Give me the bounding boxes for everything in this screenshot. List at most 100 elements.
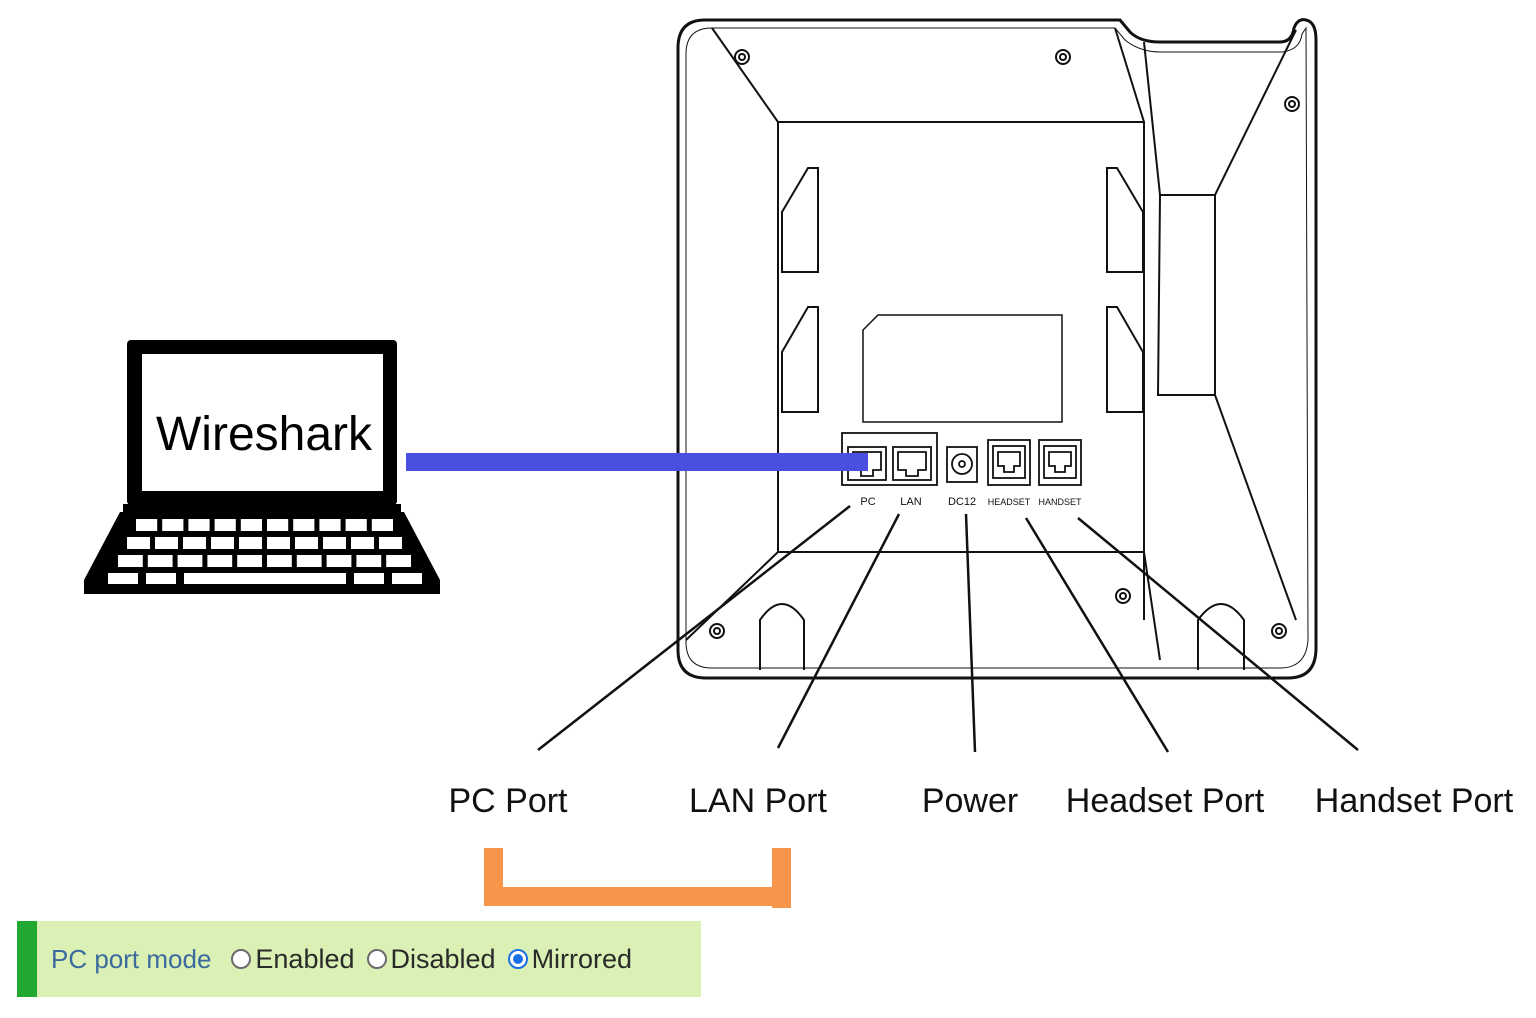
keyboard-key (392, 573, 422, 584)
screw-center (1288, 100, 1296, 108)
callout-pc-port: PC Port (448, 782, 568, 820)
keyboard-key (319, 519, 341, 531)
phone-bevel-bl (685, 551, 779, 641)
callout-line-power (964, 513, 977, 753)
screw-center (1059, 53, 1067, 61)
screw-center (738, 53, 746, 61)
keyboard-key (267, 555, 292, 567)
phone-bevel-br (1143, 551, 1161, 661)
keyboard-key (118, 555, 143, 567)
jack-label-handset: HANDSET (1038, 497, 1082, 507)
handset-cradle (1143, 29, 1297, 196)
radio-mirrored-label: Mirrored (531, 943, 633, 974)
keyboard-key (293, 519, 315, 531)
keyboard-key (177, 555, 203, 567)
radio-mirrored-circle[interactable] (507, 949, 528, 969)
label-area (862, 314, 1063, 423)
callout-handset-port: Handset Port (1315, 782, 1514, 820)
keyboard-key (326, 555, 352, 567)
keyboard-key (108, 573, 138, 584)
screw (1055, 49, 1071, 65)
laptop-keyboard (108, 519, 422, 584)
screw (1284, 96, 1300, 112)
callout-lines (537, 505, 1359, 753)
wall-mount-slot-left-bottom (781, 306, 819, 413)
keyboard-key (356, 555, 382, 567)
radio-mirrored[interactable]: Mirrored (507, 943, 633, 975)
keyboard-key (354, 573, 384, 584)
keyboard-key (146, 573, 176, 584)
callout-line-pc (537, 505, 851, 751)
lan-port (892, 446, 932, 481)
callout-power: Power (922, 782, 1018, 820)
pc-port-mode-label: PC port mode (51, 943, 212, 974)
jack-label-lan: LAN (900, 496, 921, 508)
laptop: Wireshark (84, 340, 440, 594)
wall-mount-slot-right-bottom (1106, 306, 1144, 413)
radio-enabled-circle[interactable] (231, 949, 252, 969)
laptop-hinge (123, 504, 401, 512)
jack-label-pc: PC (860, 496, 875, 508)
wall-mount-slot-left-top (781, 167, 819, 273)
phone-body (676, 18, 1318, 680)
pc-port-mode-setting: PC port mode Enabled Disabled Mirrored (17, 921, 701, 997)
callout-line-headset (1024, 517, 1170, 753)
keyboard-key (267, 537, 290, 549)
laptop-screen-text: Wireshark (156, 408, 373, 461)
keyboard-key (240, 519, 262, 531)
radio-disabled-circle[interactable] (366, 949, 387, 969)
callout-headset-port: Headset Port (1066, 782, 1265, 820)
keyboard-key (371, 519, 393, 531)
callout-labels: PC Port LAN Port Power Headset Port Hand… (448, 782, 1513, 820)
keyboard-key (136, 519, 158, 531)
port-panel (841, 432, 1082, 486)
keyboard-key (211, 537, 234, 549)
callout-lan-port: LAN Port (689, 782, 827, 820)
bracket-bar (484, 887, 791, 906)
keyboard-key (239, 537, 262, 549)
jack-labels: PC LAN DC12 HEADSET HANDSET (860, 496, 1082, 508)
headset-port (987, 439, 1031, 486)
keyboard-key (237, 555, 262, 567)
keyboard-key (127, 537, 150, 549)
stand-foot-left (759, 603, 805, 670)
screw (709, 623, 725, 639)
screw (1115, 588, 1131, 604)
keyboard-key (386, 555, 411, 567)
keyboard-key (188, 519, 210, 531)
mirror-bracket (484, 848, 791, 908)
radio-disabled[interactable]: Disabled (366, 943, 496, 975)
keyboard-key (162, 519, 184, 531)
radio-enabled-label: Enabled (255, 943, 355, 974)
keyboard-key (323, 537, 346, 549)
callout-line-handset (1077, 517, 1359, 751)
keyboard-key (155, 537, 178, 549)
screw (734, 49, 750, 65)
keyboard-key (295, 537, 318, 549)
wall-mount-slot-right-top (1106, 167, 1144, 273)
keyboard-key (214, 519, 236, 531)
phone-bevel-tr (1114, 27, 1145, 123)
keyboard-key (379, 537, 402, 549)
handset-cradle-lower (1156, 194, 1297, 621)
screw (1271, 623, 1287, 639)
callout-line-lan (776, 513, 901, 749)
keyboard-key (267, 519, 289, 531)
ethernet-cable (406, 453, 868, 471)
laptop-screen (142, 354, 383, 491)
keyboard-key (207, 555, 233, 567)
phone-bevel-tl (711, 27, 779, 123)
screw-center (1119, 592, 1127, 600)
jack-label-power: DC12 (948, 496, 976, 508)
phone-inner-rim (685, 26, 1309, 669)
screw-center (1275, 627, 1283, 635)
radio-enabled[interactable]: Enabled (231, 943, 355, 975)
screw-center (713, 627, 721, 635)
keyboard-key (351, 537, 374, 549)
keyboard-key (183, 537, 206, 549)
radio-disabled-label: Disabled (390, 943, 496, 974)
keyboard-key (184, 573, 346, 584)
keyboard-key (296, 555, 322, 567)
handset-port (1038, 439, 1082, 486)
